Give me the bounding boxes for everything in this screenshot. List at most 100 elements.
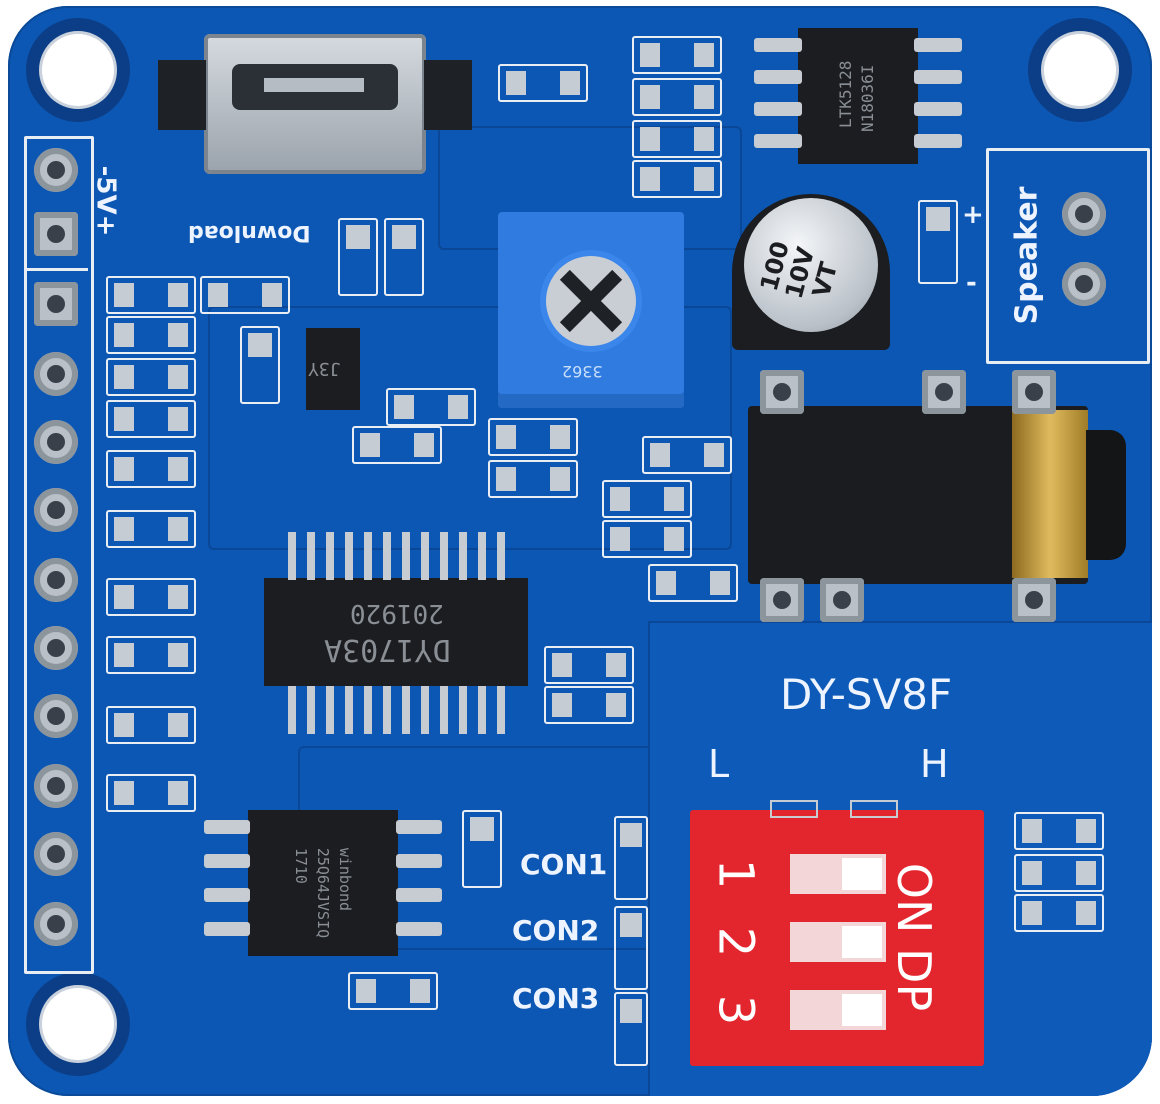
- con2-label: CON2: [512, 914, 600, 947]
- capacitor-smd: [632, 160, 722, 198]
- potentiometer[interactable]: 3362: [498, 212, 684, 408]
- capacitor-smd: [918, 200, 958, 284]
- amplifier-chip: LTK5128 N18036I: [798, 28, 918, 164]
- power-label: -5V+: [90, 165, 121, 237]
- amp-chip-line2: N18036I: [858, 64, 877, 132]
- capacitor-smd: [544, 646, 634, 684]
- audio-jack[interactable]: [748, 406, 1126, 584]
- chip-leg: [396, 820, 442, 834]
- main-ic-mark-top: 201920: [350, 598, 444, 628]
- capacitor-smd: [106, 774, 196, 812]
- resistor-smd: [1014, 812, 1104, 850]
- dip-on-label: ON DP: [887, 862, 942, 1012]
- capacitor-smd: [462, 810, 502, 888]
- capacitor-smd: [106, 578, 196, 616]
- con1-resistor[interactable]: [614, 816, 648, 900]
- resistor-smd: [240, 326, 280, 404]
- regulator-mark: J3Y: [308, 358, 341, 379]
- speaker-connector-outline: [986, 148, 1150, 364]
- resistor-smd: [200, 276, 290, 314]
- capacitor-smd: [106, 450, 196, 488]
- resistor-smd: [602, 480, 692, 518]
- io-pin-9: [34, 832, 78, 876]
- chip-leg: [396, 888, 442, 902]
- capacitor-smd: [632, 36, 722, 74]
- dip-knob: [842, 858, 882, 890]
- pot-mark: 3362: [562, 362, 603, 381]
- dip-number-1: 1: [707, 858, 764, 890]
- mounting-hole-bottom-left: [26, 972, 130, 1076]
- power-pin-minus: [34, 148, 78, 192]
- led: [498, 64, 588, 102]
- dip-high-label: H: [920, 742, 949, 786]
- capacitor-smd: [106, 706, 196, 744]
- jack-pad: [922, 370, 966, 414]
- jack-brass-contact: [1012, 410, 1088, 578]
- resistor-smd: [106, 400, 196, 438]
- capacitor-smd: [384, 218, 424, 296]
- con3-resistor[interactable]: [614, 992, 648, 1066]
- chip-leg: [396, 922, 442, 936]
- jack-pad: [1012, 370, 1056, 414]
- chip-leg: [914, 134, 962, 148]
- chip-leg: [754, 38, 802, 52]
- io-pin-7: [34, 694, 78, 738]
- dip-number-3: 3: [707, 994, 764, 1026]
- dip-switch[interactable]: 1 2 3 ON DP: [690, 810, 984, 1066]
- speaker-pin-plus: [1062, 192, 1106, 236]
- mounting-hole-top-right: [1028, 18, 1132, 122]
- speaker-label: Speaker: [1009, 186, 1045, 325]
- capacitor-smd: [642, 436, 732, 474]
- flash-mark: winbond 25Q64JVSIQ 1710: [290, 848, 356, 938]
- io-pin-5: [34, 558, 78, 602]
- chip-leg: [754, 70, 802, 84]
- flash-memory-chip: winbond 25Q64JVSIQ 1710: [248, 810, 398, 956]
- io-pin-2: [34, 352, 78, 396]
- power-pin-plus: [34, 212, 78, 256]
- main-ic-mark-bottom: DY1703A: [324, 632, 451, 667]
- potentiometer-dial[interactable]: [546, 256, 636, 346]
- speaker-minus-label: -: [966, 268, 977, 298]
- con2-resistor[interactable]: [614, 906, 648, 990]
- jack-pad: [760, 370, 804, 414]
- dip-number-2: 2: [707, 926, 764, 958]
- chip-leg: [204, 922, 250, 936]
- dip-toggle-3[interactable]: [790, 990, 886, 1030]
- chip-leg: [914, 102, 962, 116]
- dip-knob: [842, 994, 882, 1026]
- chip-leg: [754, 102, 802, 116]
- flash-mark-line1: winbond: [336, 847, 355, 912]
- capacitor-smd: [106, 510, 196, 548]
- chip-pins-bottom: [288, 686, 508, 734]
- dip-toggle-1[interactable]: [790, 854, 886, 894]
- resistor-smd: [1014, 894, 1104, 932]
- dip-header-tab: [850, 800, 898, 818]
- capacitor-smd: [352, 426, 442, 464]
- io-pin-6: [34, 626, 78, 670]
- io-pin-10: [34, 902, 78, 946]
- chip-pins-top: [288, 532, 508, 580]
- capacitor-smd: [648, 564, 738, 602]
- speaker-plus-label: +: [962, 200, 984, 230]
- voltage-regulator: J3Y: [306, 328, 360, 410]
- capacitor-mark: 100 10V VT: [755, 238, 845, 308]
- model-label: DY-SV8F: [780, 670, 953, 719]
- dip-toggle-2[interactable]: [790, 922, 886, 962]
- amp-chip-line1: LTK5128: [836, 60, 855, 128]
- io-pin-4: [34, 488, 78, 532]
- micro-usb-port[interactable]: [204, 34, 426, 174]
- chip-leg: [204, 888, 250, 902]
- resistor-smd: [602, 520, 692, 558]
- resistor-smd: [386, 388, 476, 426]
- chip-leg: [914, 38, 962, 52]
- flash-mark-line2: 25Q64JVSIQ: [314, 847, 333, 939]
- con3-label: CON3: [512, 982, 600, 1015]
- pin-header-outline: [24, 136, 94, 974]
- jack-pad: [760, 578, 804, 622]
- speaker-pin-minus: [1062, 262, 1106, 306]
- chip-leg: [204, 820, 250, 834]
- usb-tab-left: [158, 60, 206, 130]
- resistor-smd: [488, 418, 578, 456]
- resistor-smd: [488, 460, 578, 498]
- chip-leg: [396, 854, 442, 868]
